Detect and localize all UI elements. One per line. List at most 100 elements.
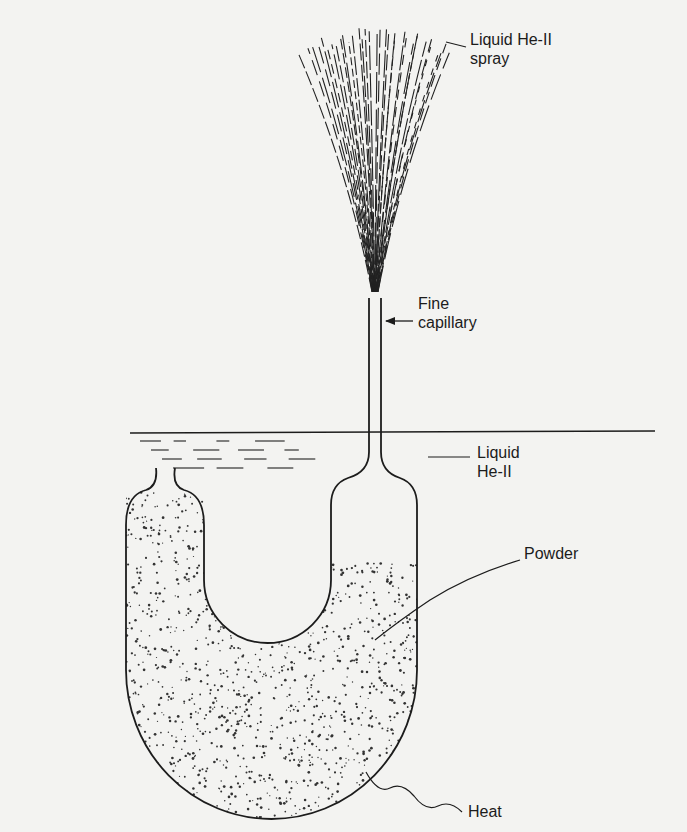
powder-grain <box>275 580 277 582</box>
powder-grain <box>292 577 295 580</box>
powder-grain <box>358 734 359 735</box>
powder-grain <box>220 791 222 793</box>
powder-grain <box>369 662 370 663</box>
powder-grain <box>298 701 299 702</box>
powder-grain <box>230 591 232 593</box>
powder-grain <box>213 761 216 764</box>
powder-grain <box>241 655 243 657</box>
powder-grain <box>212 641 215 644</box>
powder-grain <box>289 544 290 545</box>
powder-grain <box>182 663 184 665</box>
powder-grain <box>360 774 362 776</box>
powder-grain <box>317 690 320 693</box>
powder-grain <box>378 623 381 626</box>
powder-grain <box>414 740 416 742</box>
powder-grain <box>315 659 316 660</box>
powder-grain <box>199 668 201 670</box>
powder-grain <box>321 758 322 759</box>
powder-grain <box>246 577 247 578</box>
powder-grain <box>342 684 344 686</box>
powder-grain <box>349 627 351 629</box>
powder-grain <box>296 532 297 533</box>
powder-grain <box>369 717 371 719</box>
powder-grain <box>360 696 361 697</box>
powder-grain <box>252 539 253 540</box>
powder-grain <box>308 759 310 761</box>
powder-grain <box>294 679 296 681</box>
powder-grain <box>149 653 151 655</box>
powder-grain <box>351 623 353 625</box>
powder-grain <box>387 808 389 810</box>
powder-grain <box>198 774 199 775</box>
powder-grain <box>366 562 368 564</box>
powder-grain <box>216 700 217 701</box>
powder-grain <box>308 739 311 742</box>
powder-grain <box>129 671 130 672</box>
powder-grain <box>386 730 388 732</box>
powder-grain <box>214 537 215 538</box>
powder-grain <box>199 749 201 751</box>
powder-grain <box>297 764 300 767</box>
powder-grain <box>348 636 350 638</box>
powder-grain <box>185 677 187 679</box>
powder-grain <box>156 610 158 612</box>
powder-grain <box>317 504 318 505</box>
powder-grain <box>301 522 303 524</box>
powder-grain <box>170 763 173 766</box>
powder-grain <box>408 634 410 636</box>
powder-grain <box>285 657 287 659</box>
powder-grain <box>280 744 281 745</box>
powder-grain <box>281 666 283 668</box>
powder-grain <box>301 756 302 757</box>
powder-grain <box>359 814 362 817</box>
powder-grain <box>267 501 269 503</box>
powder-grain <box>328 768 330 770</box>
powder-grain <box>368 698 369 699</box>
powder-grain <box>232 710 234 712</box>
powder-grain <box>164 806 166 808</box>
powder-grain <box>195 648 198 651</box>
powder-grain <box>147 756 149 758</box>
powder-grain <box>184 495 187 498</box>
powder-grain <box>350 582 352 584</box>
powder-grain <box>132 775 134 777</box>
powder-grain <box>394 755 396 757</box>
powder-grain <box>356 653 358 655</box>
powder-grain <box>214 707 216 709</box>
powder-grain <box>294 515 296 517</box>
powder-grain <box>162 542 163 543</box>
powder-grain <box>281 644 283 646</box>
powder-grain <box>255 634 256 635</box>
powder-grain <box>237 668 239 670</box>
powder-grain <box>300 491 303 494</box>
powder-grain <box>266 618 268 620</box>
powder-grain <box>248 577 250 579</box>
powder-grain <box>333 631 335 633</box>
powder-grain <box>265 675 267 677</box>
powder-grain <box>194 667 196 669</box>
powder-grain <box>133 693 135 695</box>
liquid-dash <box>140 440 161 441</box>
powder-grain <box>331 612 333 614</box>
powder-grain <box>347 635 350 638</box>
powder-grain <box>187 752 189 754</box>
powder-grain <box>140 776 142 778</box>
powder-grain <box>197 618 199 620</box>
powder-grain <box>162 600 164 602</box>
powder-grain <box>181 510 183 512</box>
powder-grain <box>241 716 243 718</box>
powder-grain <box>344 731 346 733</box>
powder-grain <box>142 517 144 519</box>
powder-grain <box>373 649 375 651</box>
powder-grain <box>294 510 295 511</box>
powder-grain <box>323 726 325 728</box>
powder-grain <box>391 769 393 771</box>
powder-grain <box>134 619 137 622</box>
powder-grain <box>149 769 151 771</box>
powder-grain <box>225 499 227 501</box>
powder-grain <box>236 674 238 676</box>
powder-grain <box>136 776 137 777</box>
powder-grain <box>227 495 229 497</box>
powder-grain <box>242 745 244 747</box>
